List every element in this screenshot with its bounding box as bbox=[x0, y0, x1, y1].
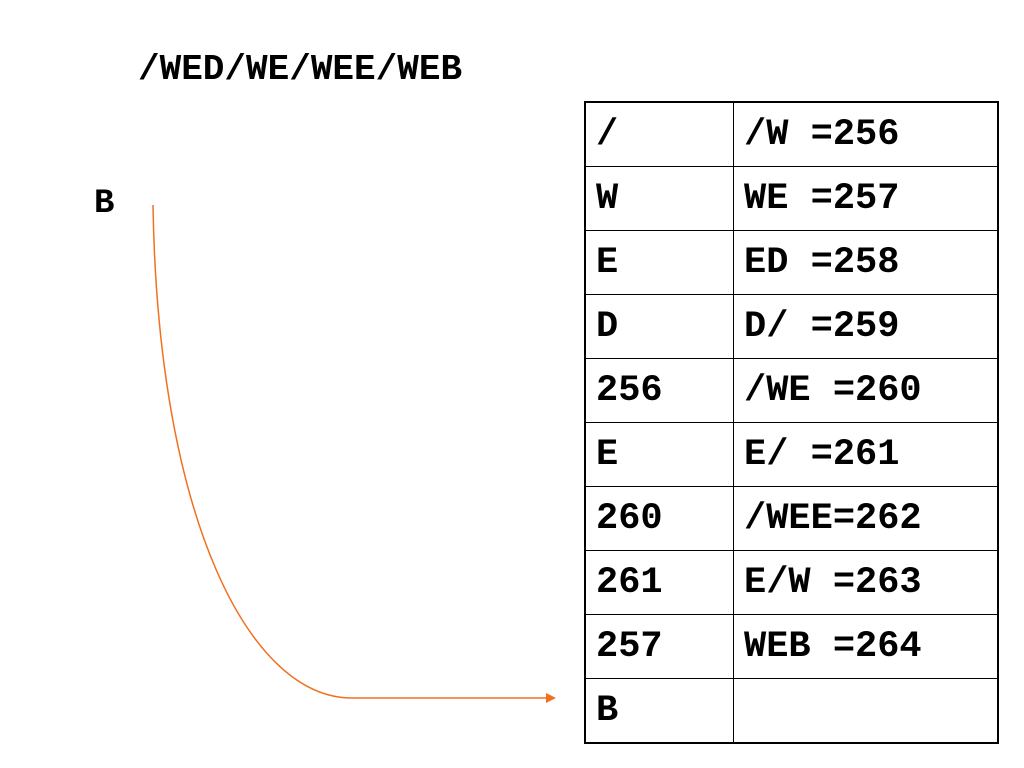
dictionary-entry-cell: E/W =263 bbox=[733, 550, 999, 615]
output-cell: 256 bbox=[584, 358, 734, 423]
table-row: 260/WEE=262 bbox=[584, 486, 999, 551]
output-cell: 260 bbox=[584, 486, 734, 551]
dictionary-entry-cell: D/ =259 bbox=[733, 294, 999, 359]
dictionary-entry-cell: WE =257 bbox=[733, 166, 999, 231]
output-cell: D bbox=[584, 294, 734, 359]
dictionary-entry-cell: /WEE=262 bbox=[733, 486, 999, 551]
table-row: 256/WE =260 bbox=[584, 358, 999, 423]
output-cell: E bbox=[584, 230, 734, 295]
table-row: B bbox=[584, 678, 999, 744]
output-cell: 257 bbox=[584, 614, 734, 679]
output-cell: 261 bbox=[584, 550, 734, 615]
table-row: //W =256 bbox=[584, 101, 999, 167]
dictionary-entry-cell: /W =256 bbox=[733, 101, 999, 167]
output-cell: W bbox=[584, 166, 734, 231]
arrow-head-icon bbox=[546, 693, 556, 703]
dictionary-entry-cell: E/ =261 bbox=[733, 422, 999, 487]
dictionary-entry-cell: WEB =264 bbox=[733, 614, 999, 679]
current-symbol: B bbox=[94, 185, 115, 223]
dictionary-entry-cell: ED =258 bbox=[733, 230, 999, 295]
flow-arrow-curve bbox=[152, 204, 548, 699]
output-cell: E bbox=[584, 422, 734, 487]
output-cell: / bbox=[584, 101, 734, 167]
dictionary-entry-cell bbox=[733, 678, 999, 744]
dictionary-entry-cell: /WE =260 bbox=[733, 358, 999, 423]
input-string: /WED/WE/WEE/WEB bbox=[138, 49, 463, 90]
output-cell: B bbox=[584, 678, 734, 744]
